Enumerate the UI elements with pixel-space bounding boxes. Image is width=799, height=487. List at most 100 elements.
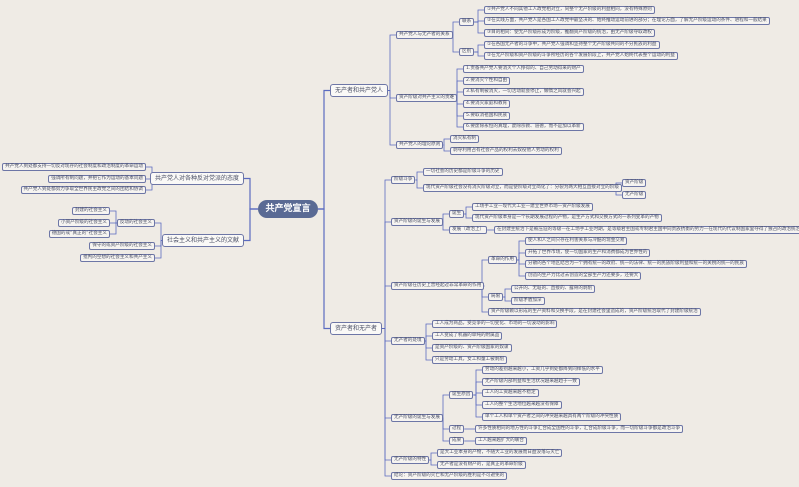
connector-r2b2: [442, 221, 449, 231]
topic-node-r2e2a[interactable]: 许多性质相同的地方性的斗争汇合成全国性的斗争，汇合成阶级斗争，而一切阶级斗争都是…: [475, 425, 684, 433]
topic-node-r2d4[interactable]: 只是劳动工具，女工和童工被剥削: [432, 356, 507, 364]
topic-node-r2b1a[interactable]: 工场手工业—现代大工业—建立世界市场—资产阶级发展: [472, 203, 593, 211]
topic-node-r2e1d[interactable]: 工人的整个生活地位越来越没有保障: [482, 401, 562, 409]
topic-node-r2c[interactable]: 资产阶级在历史上曾经起过非常革命的作用: [391, 282, 485, 290]
topic-node-r2a1[interactable]: 一切社会的历史都是阶级斗争的历史: [423, 168, 503, 176]
connector-r1c: [388, 90, 396, 146]
topic-node-r1b2[interactable]: 2.要消灭个性和自由: [463, 77, 511, 85]
topic-node-r2b[interactable]: 资产阶级的诞生与发展: [391, 218, 443, 226]
connector-l2a: [155, 222, 162, 241]
topic-node-r2c3[interactable]: 资产阶级赖以形成的生产资料和交换手段，是在封建社会里造成的，资产阶级统治取代了封…: [488, 308, 701, 316]
connector-r2c2a: [503, 288, 511, 298]
topic-node-l2[interactable]: 社会主义和共产主义的文献: [161, 234, 244, 247]
connector-r2b1a: [464, 206, 472, 215]
topic-node-r1a2a[interactable]: ①在各国无产者的斗争中，共产党人强调和坚持整个无产阶级共同的不分民族的利益: [484, 41, 660, 49]
connector-r2c2b: [503, 296, 511, 302]
topic-node-r1c[interactable]: 共产党人的理论原则: [396, 141, 444, 149]
topic-node-r2c1c[interactable]: 分散的各个地区结合为一个拥有统一的政府、统一的法律、统一的民族阶级利益和统一的关…: [525, 260, 747, 268]
topic-node-r1b1[interactable]: 1.责备共产党人要消灭个人挣得的、自己劳动得来的财产: [463, 65, 584, 73]
topic-node-r1c1[interactable]: 消灭私有制: [450, 135, 479, 143]
topic-node-r2e2[interactable]: 过程: [449, 425, 465, 433]
connector-r1a1c: [474, 21, 484, 34]
connector-l2a1: [110, 210, 117, 224]
topic-node-r2d[interactable]: 无产者的处境: [391, 337, 425, 345]
topic-node-r2c1a[interactable]: 使人和人之间只存在利害关系与冷酷的现金交易: [525, 237, 628, 245]
connector-r2c1c: [516, 259, 525, 265]
topic-node-r1a2[interactable]: 区别: [459, 48, 475, 56]
topic-node-r2f1[interactable]: 是大工业本身的产物，不随大工业的发展而日益没落与灭亡: [437, 449, 563, 457]
topic-node-r2a2[interactable]: 现代资产阶级社会没有消灭阶级对立，而是使阶级对立简化了：分裂为两大相互直接对立的…: [423, 184, 622, 192]
topic-node-r2e3a[interactable]: 工人越来越扩大的联合: [475, 437, 527, 445]
topic-node-l1b[interactable]: 强调所有制问题，并把它作为运动的基本问题: [48, 175, 146, 183]
topic-node-r2d2[interactable]: 工人变成了机器的单纯的附属品: [432, 332, 503, 340]
topic-node-r1b3[interactable]: 3.私有制被消灭，一切活动就会停止，懒惰之风就会兴起: [463, 88, 584, 96]
topic-node-r2b1b[interactable]: 现代资产阶级本身是一个长期发展过程的产物，是生产方式和交换方式的一系列变革的产物: [472, 214, 662, 222]
topic-node-l1[interactable]: 共产党人对各种反对党派的态度: [149, 172, 244, 185]
connector-r2f1: [429, 452, 437, 461]
connector-r1a1a: [474, 9, 484, 23]
connector-r2d4: [424, 340, 432, 361]
topic-node-r2g[interactable]: 结论：资产阶级的灭亡和无产阶级的胜利是不可避免的: [391, 472, 508, 480]
topic-node-l2a[interactable]: 反动的社会主义: [116, 219, 155, 227]
topic-node-r2b2a[interactable]: 在封建主统治下是被压迫的等级—在工场手工业时期，是等级君主国或专制君主国中同贵族…: [494, 226, 799, 234]
topic-node-l2c[interactable]: 批判的空想的社会主义和共产主义: [80, 254, 155, 262]
topic-node-r2e1a[interactable]: 劳动的差别越来越小，工资几乎到处都降到同样低的水平: [482, 366, 603, 374]
topic-node-r2e3[interactable]: 成果: [449, 437, 465, 445]
topic-node-r2b1[interactable]: 诞生: [449, 210, 465, 218]
topic-node-r1b6[interactable]: 6.要废除永恒的真理，废除宗教、道德，而不是加以革新: [463, 123, 584, 131]
topic-node-r2a2b[interactable]: 无产阶级: [622, 191, 647, 199]
topic-node-r2d3[interactable]: 是资产阶级的、资产阶级国家的奴隶: [432, 344, 512, 352]
topic-node-r1b5[interactable]: 5.要取消祖国和民族: [463, 112, 511, 120]
connector-r2f2: [429, 459, 437, 466]
topic-node-r2d1[interactable]: 工人成为商品，受竞争的一切变化、市场的一切波动的影响: [432, 320, 558, 328]
topic-node-r2f2[interactable]: 无产者是没有财产的，是真正的革命阶级: [437, 461, 526, 469]
topic-node-r2c2b[interactable]: 阶级矛盾加深: [511, 297, 545, 305]
topic-node-r2e[interactable]: 无产阶级的诞生与发展: [391, 414, 443, 422]
connector-l2c: [155, 240, 162, 259]
connector-r2f: [382, 328, 391, 461]
topic-node-r1a2b[interactable]: ②在无产阶级和资产阶级的斗争所经历的各个发展阶段上，共产党人始终代表整个运动的利…: [484, 52, 678, 60]
connector-r2e1a: [473, 369, 482, 396]
topic-node-r2a2a[interactable]: 资产阶级: [622, 179, 647, 187]
topic-node-r1[interactable]: 无产者和共产党人: [330, 84, 389, 97]
topic-node-r2e1e[interactable]: 单个工人和单个资产者之间的冲突越来越具有两个阶级的冲突性质: [482, 413, 622, 421]
topic-node-r2a[interactable]: 阶级斗争: [391, 176, 416, 184]
connector-r2e: [382, 328, 391, 419]
connector-r2b1b: [464, 213, 472, 219]
root-topic[interactable]: 共产党宣言: [258, 200, 318, 218]
topic-node-r2c1b[interactable]: 开拓了世界市场，使一切国家的生产和消费都成为世界性的: [525, 249, 651, 257]
connector-r2a: [382, 179, 391, 329]
topic-node-r1a[interactable]: 共产党人与无产者的关系: [396, 31, 453, 39]
topic-node-l2a3[interactable]: 德国的或“真正的”社会主义: [48, 230, 110, 238]
connector-r2c1d: [516, 259, 525, 277]
topic-node-r1a1c[interactable]: ③目的相同：使无产阶级形成为阶级，推翻资产阶级的统治，由无产阶级夺取政权: [484, 29, 655, 37]
topic-node-l2a2[interactable]: 小资产阶级的社会主义: [58, 219, 110, 227]
connector-r2c1b: [516, 252, 525, 261]
topic-node-r2c2[interactable]: 局限: [488, 293, 504, 301]
topic-node-r1a1a[interactable]: ①共产党人不同其他工人政党相对立，同整个无产阶级的利益相同，没有特殊原则: [484, 6, 655, 14]
connector-r2a1: [415, 171, 423, 181]
topic-node-l2b[interactable]: 保守的或资产阶级的社会主义: [89, 242, 155, 250]
topic-node-r1b[interactable]: 资产阶级对共产主义的责难: [396, 94, 458, 102]
topic-node-r1a1[interactable]: 联系: [459, 18, 475, 26]
topic-node-r1b4[interactable]: 4.要消灭家庭和教育: [463, 100, 511, 108]
topic-node-r2c2a[interactable]: 公开的、无耻的、直接的、露骨的剥削: [511, 285, 596, 293]
topic-node-l2a1[interactable]: 封建的社会主义: [71, 207, 110, 215]
topic-node-l1c[interactable]: 共产党人到处都努力争取全世界民主政党之间的团结和协调: [20, 186, 146, 194]
topic-node-r2c1[interactable]: 革命的作用: [488, 256, 517, 264]
connector-r2d2: [424, 335, 432, 342]
connector-r2e1d: [473, 394, 482, 406]
connector-r2c: [382, 285, 391, 329]
topic-node-r2e1[interactable]: 诞生原因: [449, 391, 474, 399]
topic-node-r1c2[interactable]: 剥夺利用占有社会产品的权利去奴役他人劳动的权利: [450, 147, 562, 155]
connector-r1a2: [452, 34, 459, 53]
topic-node-r2f[interactable]: 无产阶级的特性: [391, 456, 430, 464]
topic-node-r2[interactable]: 资产者和无产者: [330, 322, 383, 335]
topic-node-r2e1c[interactable]: 工人的工资越来越不稳定: [482, 389, 539, 397]
topic-node-r1a1b[interactable]: ②在实践方面，共产党人是各国工人政党中最坚决的、始终推动运动前进的部分；在理论方…: [484, 17, 770, 25]
topic-node-r2e1b[interactable]: 无产阶级内部利益和生活状况越来越趋于一致: [482, 378, 580, 386]
topic-node-r2b2[interactable]: 发展（政治上）: [449, 226, 488, 234]
topic-node-r2c1d[interactable]: 创造的生产力比过去创造的全部生产力还要多，还要大: [525, 272, 642, 280]
topic-node-l1a[interactable]: 共产党人到处都支持一切反对现存的社会制度和政治制度的革命运动: [2, 163, 146, 171]
